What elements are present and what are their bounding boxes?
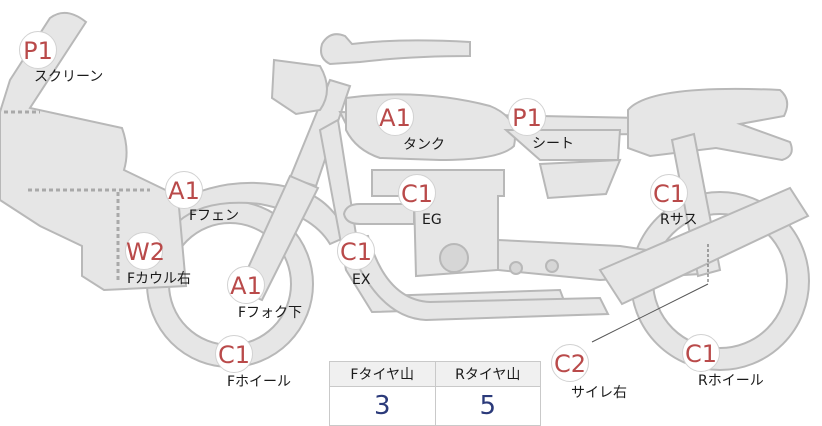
pivot-right <box>545 259 559 273</box>
front-wheel-grade-badge[interactable]: C1 <box>215 335 253 373</box>
front-fender-label: Fフェン <box>189 208 240 224</box>
front-fender-grade-badge[interactable]: A1 <box>165 171 203 209</box>
rear-wheel-label: Rホイール <box>698 373 764 389</box>
front-cowl-right-grade-badge[interactable]: W2 <box>125 232 165 270</box>
front-tread-value[interactable]: 3 <box>329 386 436 426</box>
seat-grade-badge[interactable]: P1 <box>508 98 546 136</box>
rear-susp-grade-badge[interactable]: C1 <box>650 174 688 212</box>
fairing-shape <box>0 11 188 292</box>
tread-depth-table: Fタイヤ山 Rタイヤ山 3 5 <box>329 361 541 426</box>
rear-tread-value[interactable]: 5 <box>434 386 541 426</box>
front-fork-lower-label: Fフォク下 <box>238 305 303 321</box>
rear-cowl-shape <box>627 87 793 162</box>
front-wheel-label: Fホイール <box>227 374 292 390</box>
muffler-shape <box>598 186 810 306</box>
rear-wheel-grade-badge[interactable]: C1 <box>682 334 720 372</box>
muffler-leader-line <box>591 283 709 343</box>
fairing-cowl-line <box>28 188 150 282</box>
screen-label: スクリーン <box>34 69 104 85</box>
front-cowl-right-label: Fカウル右 <box>127 271 192 287</box>
tank-label: タンク <box>403 137 445 153</box>
exhaust-shape <box>344 234 610 322</box>
tank-grade-badge[interactable]: A1 <box>376 98 414 136</box>
front-tread-header: Fタイヤ山 <box>329 361 436 387</box>
tread-header-row: Fタイヤ山 Rタイヤ山 <box>329 361 541 387</box>
handlebar-shape <box>320 33 471 66</box>
muffler-right-label: サイレ右 <box>571 385 627 401</box>
tread-value-row: 3 5 <box>329 386 541 426</box>
rear-susp-label: Rサス <box>660 212 698 228</box>
pivot-left <box>509 261 523 275</box>
engine-cover <box>439 243 469 273</box>
rear-tread-header: Rタイヤ山 <box>434 361 541 387</box>
seat-rear-shape <box>538 158 622 200</box>
tail-shape <box>270 58 328 116</box>
muffler-right-grade-badge[interactable]: C2 <box>551 344 589 382</box>
seat-label: シート <box>532 136 574 152</box>
exhaust-grade-badge[interactable]: C1 <box>337 232 375 270</box>
front-fork-shape <box>236 174 320 302</box>
front-fork-lower-grade-badge[interactable]: A1 <box>227 266 265 304</box>
engine-grade-badge[interactable]: C1 <box>398 174 436 212</box>
screen-grade-badge[interactable]: P1 <box>19 31 57 69</box>
intake-shape <box>342 203 415 225</box>
exhaust-label: EX <box>352 272 371 288</box>
engine-label: EG <box>422 212 442 228</box>
